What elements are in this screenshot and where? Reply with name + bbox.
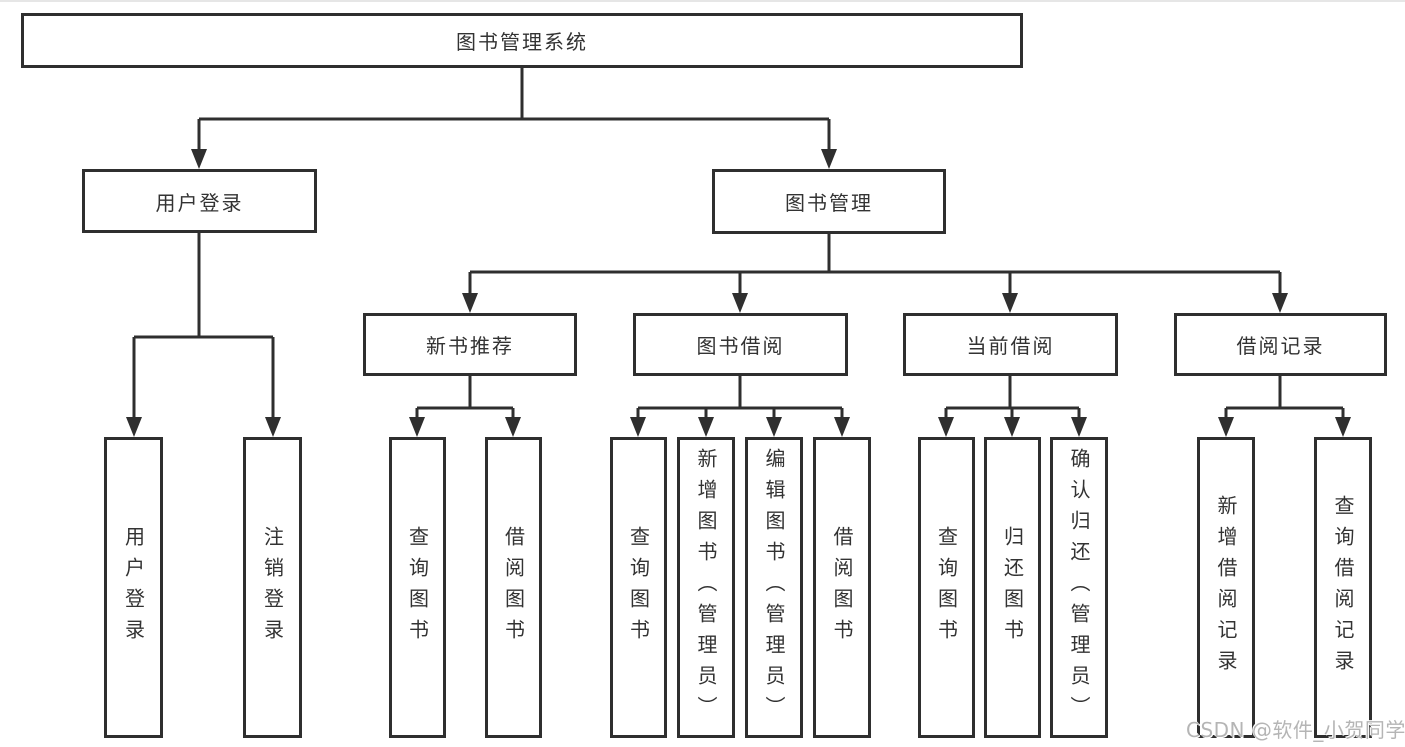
leaf-add-books-admin: 新增图书（管理员） xyxy=(677,437,735,738)
connector-user-login-to-leaves xyxy=(126,233,281,437)
connector-root-to-level2 xyxy=(191,68,837,169)
csdn-watermark: CSDN @软件_小贺同学 xyxy=(1186,718,1405,742)
node-root-system: 图书管理系统 xyxy=(21,13,1023,68)
leaf-query-books-current: 查询图书 xyxy=(918,437,975,738)
page-top-divider xyxy=(0,0,1405,2)
node-borrow-records: 借阅记录 xyxy=(1174,313,1387,376)
node-current-borrow: 当前借阅 xyxy=(903,313,1118,376)
connector-book-borrow-to-leaves xyxy=(630,376,850,437)
leaf-borrow-books: 借阅图书 xyxy=(813,437,871,738)
leaf-query-borrow-record: 查询借阅记录 xyxy=(1314,437,1372,738)
leaf-query-books-borrow: 查询图书 xyxy=(610,437,667,738)
leaf-add-borrow-record: 新增借阅记录 xyxy=(1197,437,1255,738)
leaf-query-books-recommend: 查询图书 xyxy=(389,437,446,738)
node-user-login: 用户登录 xyxy=(82,169,317,233)
leaf-edit-books-admin: 编辑图书（管理员） xyxy=(745,437,803,738)
node-book-borrow: 图书借阅 xyxy=(633,313,848,376)
leaf-logout: 注销登录 xyxy=(243,437,302,738)
connector-current-borrow-to-leaves xyxy=(938,376,1087,437)
connector-book-management-to-level3 xyxy=(462,234,1288,313)
node-book-management: 图书管理 xyxy=(712,169,946,234)
node-new-book-recommend: 新书推荐 xyxy=(363,313,577,376)
leaf-borrow-books-recommend: 借阅图书 xyxy=(485,437,542,738)
connector-new-book-recommend-to-leaves xyxy=(409,376,521,437)
leaf-return-books: 归还图书 xyxy=(984,437,1041,738)
leaf-confirm-return-admin: 确认归还（管理员） xyxy=(1050,437,1108,738)
leaf-user-login: 用户登录 xyxy=(104,437,163,738)
connector-borrow-records-to-leaves xyxy=(1218,376,1351,437)
